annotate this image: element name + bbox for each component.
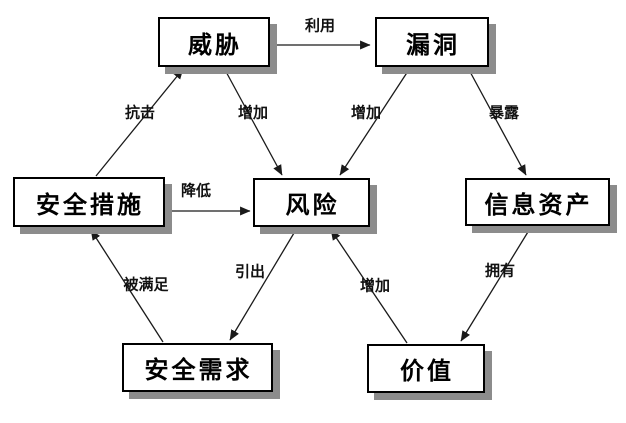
node-information-assets-label: 信息资产 xyxy=(484,190,593,219)
edge-label-exploit: 利用 xyxy=(304,16,336,35)
edge-inc-vuln-line xyxy=(339,67,411,176)
edge-label-resist: 抗击 xyxy=(124,103,156,122)
edge-label-increase-vulnerability: 增加 xyxy=(350,103,382,122)
node-vulnerability-label: 漏洞 xyxy=(406,30,460,59)
node-risk: 风险 xyxy=(253,178,370,227)
edge-label-expose: 暴露 xyxy=(488,103,520,122)
edge-expose-line xyxy=(467,67,527,176)
node-information-assets: 信息资产 xyxy=(465,178,610,226)
edge-label-reduce: 降低 xyxy=(180,181,212,200)
edge-label-increase-threat: 增加 xyxy=(237,103,269,122)
edge-own-line xyxy=(460,226,532,342)
node-safeguards-label: 安全措施 xyxy=(36,190,144,219)
node-safeguards: 安全措施 xyxy=(13,177,165,227)
node-threat-label: 威胁 xyxy=(188,30,242,59)
node-risk-label: 风险 xyxy=(285,191,340,219)
edge-inc-threat-line xyxy=(223,67,283,176)
node-value: 价值 xyxy=(367,344,485,393)
node-security-requirements-label: 安全需求 xyxy=(144,356,253,384)
edge-label-own: 拥有 xyxy=(484,261,516,280)
edge-inc-value-line xyxy=(330,229,408,344)
edge-label-be-satisfied: 被满足 xyxy=(123,275,169,294)
node-value-label: 价值 xyxy=(400,357,454,385)
node-security-requirements: 安全需求 xyxy=(122,343,273,392)
edge-label-lead-to: 引出 xyxy=(234,262,266,281)
edge-satisfied-line xyxy=(90,229,164,343)
edge-label-increase-value: 增加 xyxy=(359,276,391,295)
node-threat: 威胁 xyxy=(158,17,270,67)
edge-lead-line xyxy=(229,227,298,341)
edge-resist-line xyxy=(95,68,184,177)
node-vulnerability: 漏洞 xyxy=(375,17,489,67)
